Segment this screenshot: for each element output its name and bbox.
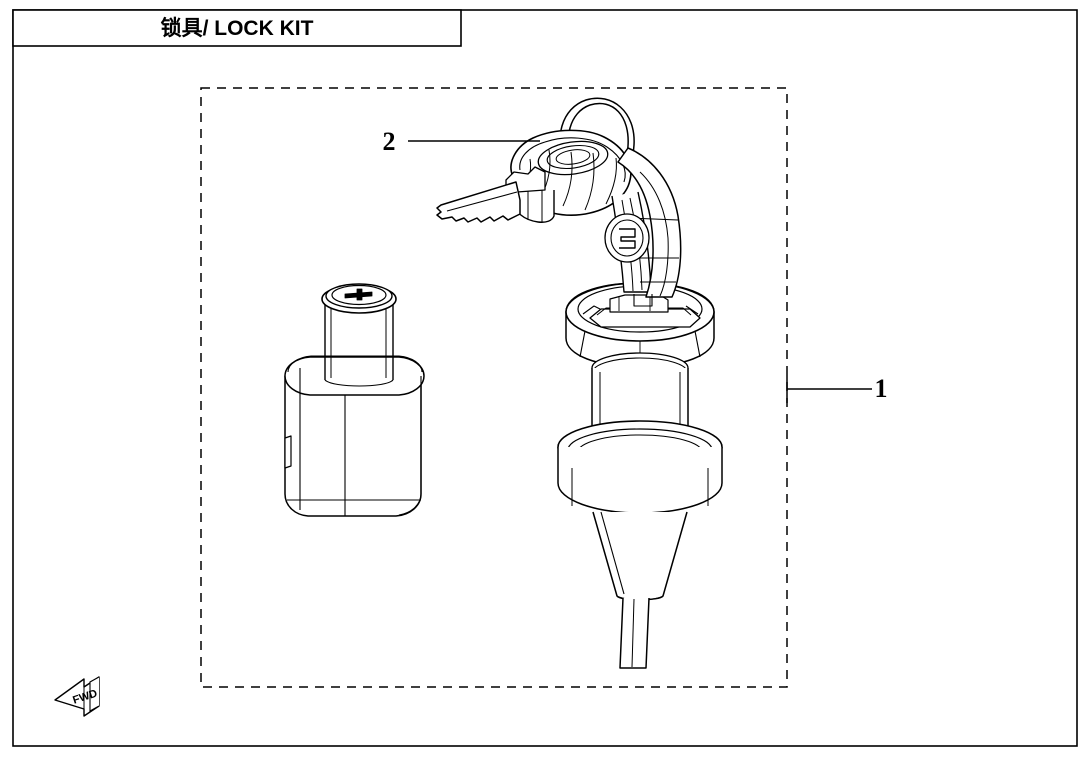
callout-1[interactable]: 1 xyxy=(786,374,888,403)
outer-frame xyxy=(12,9,1078,747)
key-fob-arm xyxy=(617,147,682,298)
title-box xyxy=(12,9,462,47)
callout-1-label: 1 xyxy=(875,374,888,403)
seat-lock-cylinder xyxy=(284,283,425,517)
callout-2-label: 2 xyxy=(383,127,396,156)
lock-flange-body xyxy=(557,447,723,514)
harness-boot xyxy=(592,511,688,601)
key-shutter xyxy=(589,308,701,328)
wire-harness xyxy=(619,597,650,669)
page-title: 锁具/ LOCK KIT xyxy=(161,16,314,40)
title-block: 锁具/ LOCK KIT xyxy=(12,9,462,47)
ignition-lock-assembly xyxy=(557,282,723,669)
callout-2[interactable]: 2 xyxy=(383,127,541,156)
fwd-orientation-marker: FWD xyxy=(54,676,100,717)
key-with-ring xyxy=(436,97,682,307)
